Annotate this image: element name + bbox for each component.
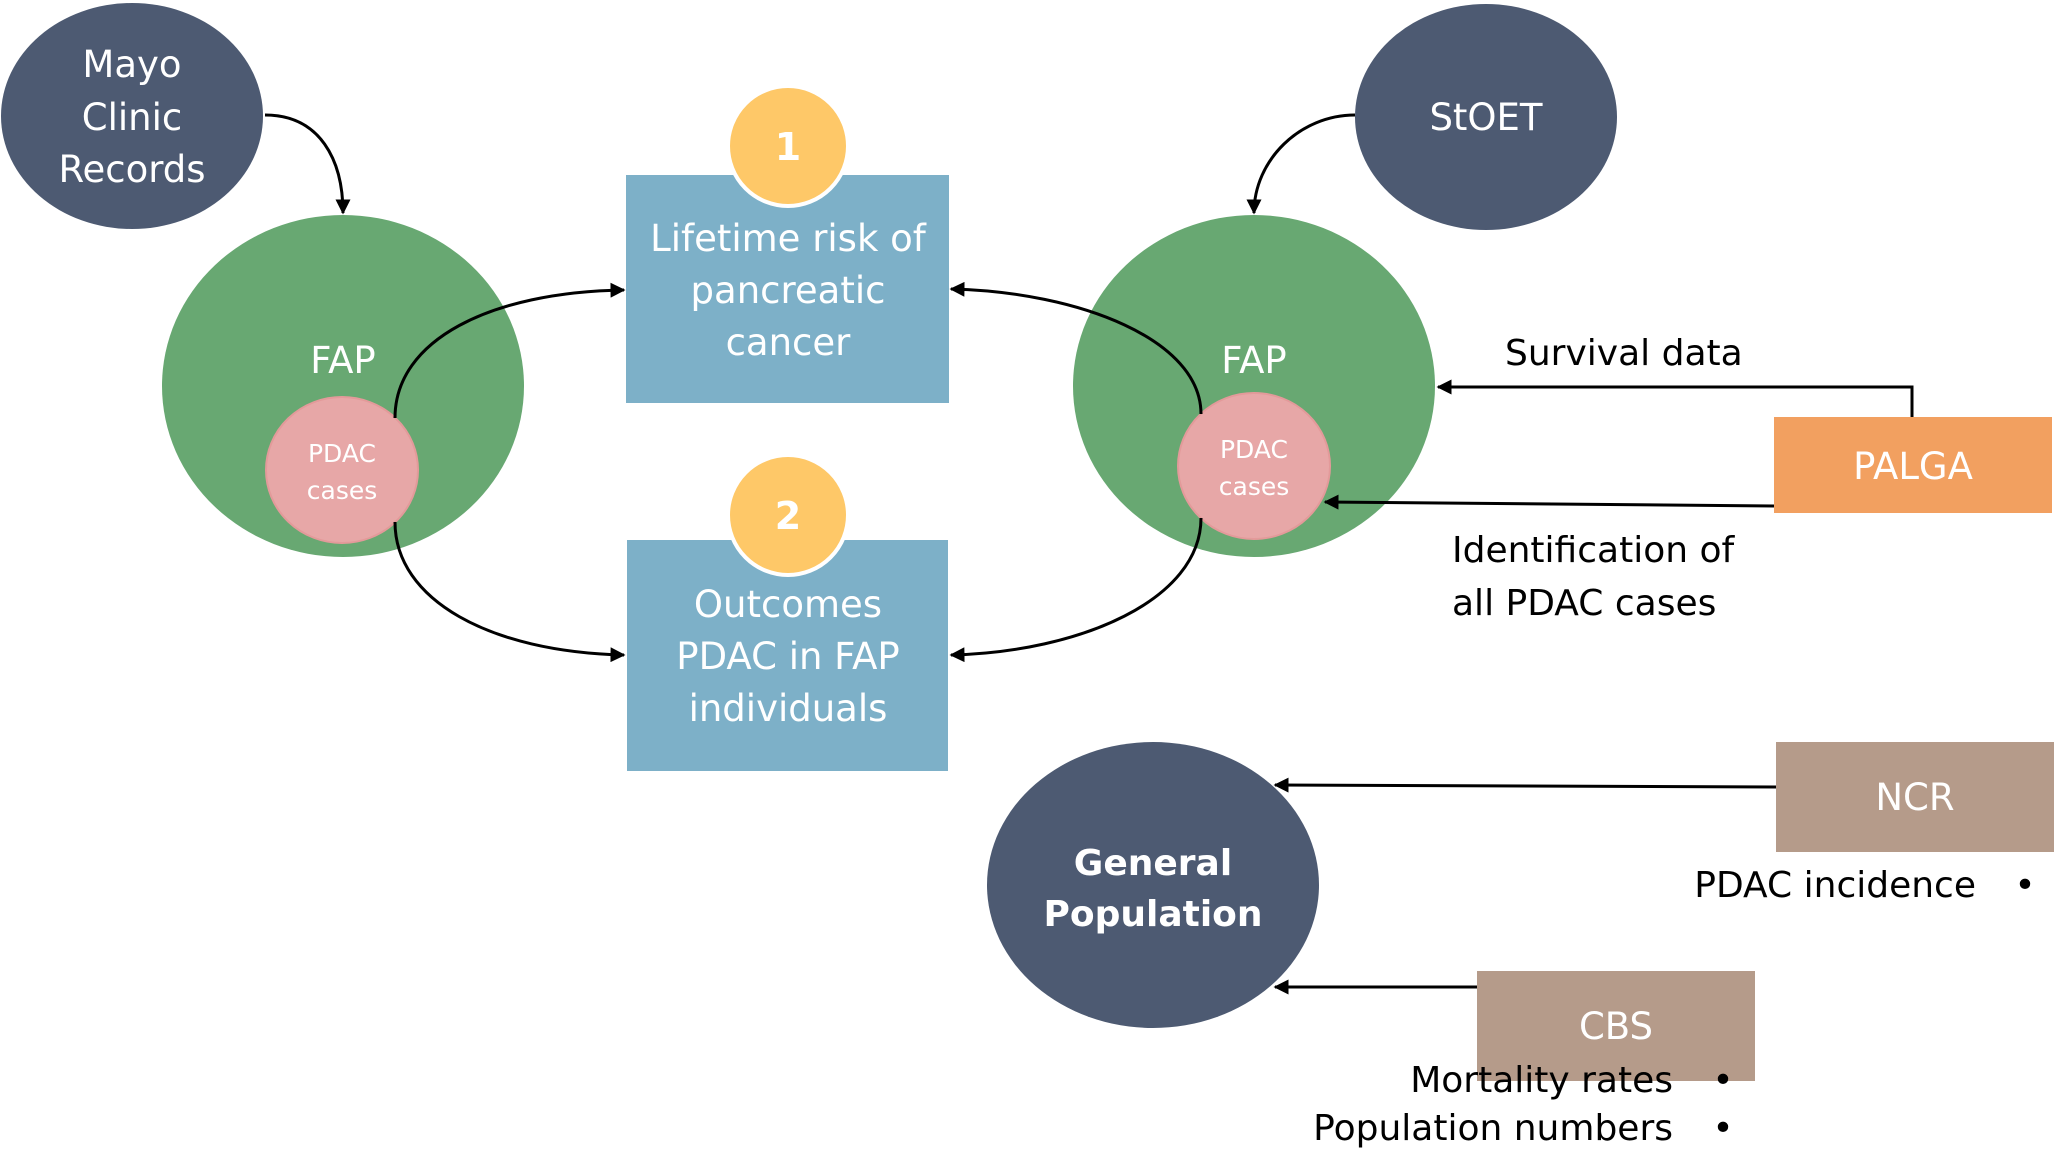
arrow-palga-identification-to-right-pdac xyxy=(1323,494,1775,510)
cbs-box xyxy=(1477,971,1755,1081)
left-pdac-label-line-1: PDAC xyxy=(308,439,376,468)
right-fap-label: FAP xyxy=(1221,339,1287,382)
outcome-1-box xyxy=(626,175,949,403)
arrow-left-pdac-to-outcome-1 xyxy=(393,282,626,419)
outcome-1-badge xyxy=(726,84,850,208)
right-pdac-label-line-1: PDAC xyxy=(1220,435,1288,464)
mayo-label-line-1: Mayo xyxy=(82,43,181,86)
outcome-2-line-1: Outcomes xyxy=(694,583,882,626)
ncr-box xyxy=(1776,742,2054,852)
outcome-1-line-1: Lifetime risk of xyxy=(650,217,927,260)
left-fap-circle xyxy=(162,215,524,557)
arrow-mayo-to-left-fap xyxy=(264,113,351,215)
outcome-2-badge-number: 2 xyxy=(775,494,801,538)
stoet-ellipse xyxy=(1355,4,1617,230)
stoet-node: StOET xyxy=(1355,4,1617,230)
left-fap-cohort: FAP PDAC cases xyxy=(162,215,524,557)
general-population-ellipse xyxy=(987,742,1319,1028)
outcome-lifetime-risk: 1 Lifetime risk of pancreatic cancer xyxy=(626,84,949,403)
left-fap-label: FAP xyxy=(310,339,376,382)
arrow-palga-survival-to-right-fap xyxy=(1436,379,1914,417)
cbs-bullet-dot-icon-2: • xyxy=(1712,1108,1733,1149)
mayo-label-line-3: Records xyxy=(58,148,205,191)
right-fap-cohort: FAP PDAC cases xyxy=(1073,215,1435,557)
arrow-stoet-to-right-fap xyxy=(1246,113,1356,215)
mayo-clinic-records-node: Mayo Clinic Records xyxy=(1,3,263,229)
arrow-right-pdac-to-outcome-1 xyxy=(949,281,1203,415)
cbs-bullet-mortality-rates: Mortality rates xyxy=(1410,1060,1673,1101)
arrow-ncr-to-general-population xyxy=(1273,777,1777,793)
ncr-node: NCR xyxy=(1776,742,2054,852)
ncr-bullet-dot-icon: • xyxy=(2014,865,2035,906)
palga-box xyxy=(1774,417,2052,513)
outcome-1-badge-number: 1 xyxy=(775,125,801,169)
cbs-label: CBS xyxy=(1579,1005,1653,1048)
identification-label-line-1: Identification of xyxy=(1452,530,1736,571)
mayo-ellipse xyxy=(1,3,263,229)
outcome-2-line-2: PDAC in FAP xyxy=(676,635,899,678)
ncr-label: NCR xyxy=(1875,776,1954,819)
outcome-2-box xyxy=(627,540,948,771)
general-population-line-2: Population xyxy=(1043,894,1262,935)
outcome-pdac-in-fap: 2 Outcomes PDAC in FAP individuals xyxy=(627,453,948,771)
left-pdac-label-line-2: cases xyxy=(307,476,378,505)
outcome-2-line-3: individuals xyxy=(689,687,888,730)
left-pdac-circle xyxy=(265,396,419,544)
general-population-node: General Population xyxy=(987,742,1319,1028)
identification-label-line-2: all PDAC cases xyxy=(1452,583,1716,624)
right-pdac-label-line-2: cases xyxy=(1219,472,1290,501)
outcome-1-line-2: pancreatic xyxy=(691,269,886,312)
right-pdac-circle xyxy=(1177,392,1331,540)
arrow-left-pdac-to-outcome-2 xyxy=(393,521,626,663)
stoet-label: StOET xyxy=(1429,96,1542,139)
outcome-1-line-3: cancer xyxy=(726,321,852,364)
general-population-line-1: General xyxy=(1074,843,1232,884)
cbs-bullet-population-numbers: Population numbers xyxy=(1313,1108,1673,1149)
mayo-label-line-2: Clinic xyxy=(82,96,182,139)
ncr-bullet-pdac-incidence: PDAC incidence xyxy=(1694,865,1976,906)
palga-node: PALGA xyxy=(1774,417,2052,513)
survival-data-label: Survival data xyxy=(1505,333,1743,374)
arrow-right-pdac-to-outcome-2 xyxy=(949,517,1203,663)
cbs-bullet-dot-icon-1: • xyxy=(1712,1060,1733,1101)
cbs-node: CBS xyxy=(1477,971,1755,1081)
palga-label: PALGA xyxy=(1853,445,1973,488)
outcome-2-badge xyxy=(726,453,850,577)
right-fap-circle xyxy=(1073,215,1435,557)
